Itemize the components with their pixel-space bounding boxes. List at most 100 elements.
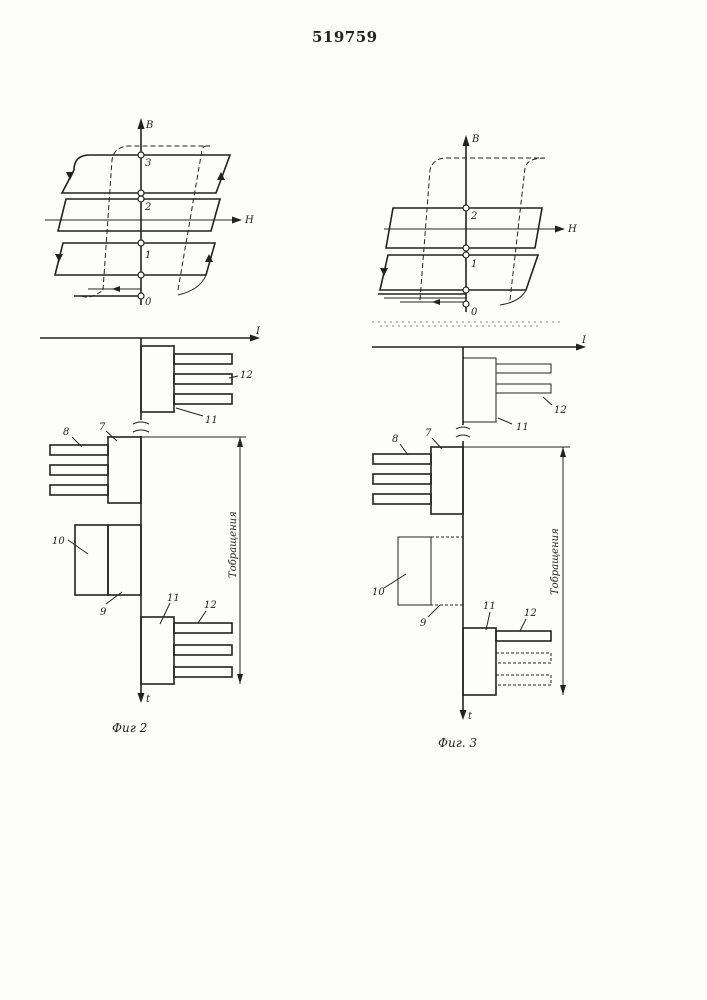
- fig2-pulse-12-top-1: [174, 354, 232, 364]
- fig2-pulse-12-top-3: [174, 394, 232, 404]
- fig3-period-arrow-bottom: [560, 685, 566, 695]
- fig2-block-11-bottom: [141, 617, 174, 684]
- fig3-leader-9: [428, 605, 440, 617]
- fig3-block-9: [431, 537, 463, 605]
- fig2-period-arrow-top: [237, 437, 243, 447]
- fig3-leader-12-top: [543, 397, 552, 405]
- fig3-label-7: 7: [425, 428, 432, 439]
- fig3-block-7: [431, 447, 463, 514]
- fig2-b-axis-arrow: [138, 118, 145, 129]
- fig3-pulse-8-1: [373, 454, 431, 464]
- fig2-leader-11-top: [176, 408, 203, 416]
- fig2-major-loop-right: [178, 146, 210, 290]
- fig2-label-10: 10: [52, 536, 65, 547]
- fig3-point-label-1: 1: [471, 259, 477, 270]
- fig2-t-axis-arrow: [138, 693, 145, 703]
- fig2-label-11-top: 11: [205, 415, 218, 426]
- figure-3: В Н: [372, 134, 587, 750]
- fig2-loop-1: [55, 243, 215, 275]
- fig2-block-7: [108, 437, 141, 503]
- fig3-point-label-2: 2: [470, 211, 477, 222]
- fig2-point-2b: [138, 240, 144, 246]
- fig2-loop-2: [58, 199, 220, 231]
- fig2-point-2: [138, 196, 144, 202]
- fig2-pulse-12-top-2: [174, 374, 232, 384]
- fig3-label-9: 9: [420, 618, 427, 629]
- fig2-timing-diagram: I t 12 11: [40, 326, 261, 705]
- fig2-b-axis-label: В: [145, 120, 153, 131]
- fig3-point-2b: [463, 245, 469, 251]
- fig2-i-axis-label: I: [255, 326, 261, 337]
- fig2-h-axis-arrow: [232, 217, 242, 224]
- fig3-pulse-12-bottom-1: [496, 631, 551, 641]
- fig2-leader-10: [68, 540, 88, 554]
- fig3-pulse-12-bottom-2: [496, 653, 551, 663]
- fig2-period-label: Тобращения: [228, 511, 239, 578]
- fig2-pulse-12-bottom-2: [174, 645, 232, 655]
- fig2-pulse-12-bottom-3: [174, 667, 232, 677]
- fig3-label-10: 10: [372, 587, 385, 598]
- fig3-pulse-12-top-2: [496, 384, 551, 393]
- fig3-pulse-8-3: [373, 494, 431, 504]
- fig3-scan-artifact: [372, 322, 560, 326]
- fig2-label-8: 8: [63, 427, 69, 438]
- fig3-leader-11-top: [498, 418, 512, 424]
- fig2-point-3b: [138, 190, 144, 196]
- fig3-timing-diagram: I t 12 11 8: [372, 335, 587, 722]
- fig3-b-axis-arrow: [463, 135, 470, 146]
- fig2-axis-break: [133, 422, 149, 432]
- fig2-leader-12-bottom: [198, 611, 206, 623]
- fig3-block-10: [398, 537, 431, 605]
- fig2-loop3-arrow-left: [66, 172, 74, 180]
- fig3-pulse-8-2: [373, 474, 431, 484]
- fig3-hysteresis-diagram: В Н: [372, 134, 577, 326]
- fig3-axis-break: [456, 427, 470, 437]
- fig2-pulse-8-2: [50, 465, 108, 475]
- fig3-initial-arrow: [432, 299, 440, 305]
- fig3-t-axis-arrow: [460, 710, 467, 720]
- fig2-caption: Фиг 2: [112, 721, 147, 735]
- fig2-hysteresis-diagram: В Н: [45, 118, 254, 308]
- fig3-pulse-12-bottom-3: [496, 675, 551, 685]
- fig2-t-axis-label: t: [146, 694, 151, 705]
- fig3-label-8: 8: [392, 434, 398, 445]
- fig3-loop-1: [380, 255, 538, 290]
- fig2-label-12-bottom: 12: [204, 600, 217, 611]
- fig3-loop1-tail: [500, 290, 526, 305]
- fig2-point-0: [138, 293, 144, 299]
- fig3-point-0: [463, 301, 469, 307]
- fig3-point-label-0: 0: [471, 307, 478, 318]
- fig3-period-arrow-top: [560, 447, 566, 457]
- fig3-point-2: [463, 205, 469, 211]
- fig3-leader-10: [384, 574, 406, 588]
- fig3-h-axis-label: Н: [567, 224, 577, 235]
- fig2-major-loop-left: [103, 146, 210, 290]
- fig3-h-axis-arrow: [555, 226, 565, 233]
- fig2-pulse-12-bottom-1: [174, 623, 232, 633]
- fig3-point-1: [463, 252, 469, 258]
- fig3-block-11-top: [463, 358, 496, 422]
- fig2-point-3: [138, 152, 144, 158]
- fig3-label-12-bottom: 12: [524, 608, 537, 619]
- fig3-period-label: Тобращения: [550, 528, 561, 595]
- fig3-b-axis-label: В: [471, 134, 479, 145]
- fig3-caption: Фиг. 3: [438, 736, 477, 750]
- fig2-label-12-top: 12: [240, 370, 253, 381]
- fig3-loop1-arrow-left: [380, 268, 388, 276]
- fig2-loop1-tail: [178, 275, 206, 295]
- fig2-loop1-arrow-left: [55, 254, 63, 262]
- fig3-point-1b: [463, 287, 469, 293]
- fig2-label-7: 7: [99, 422, 106, 433]
- fig2-leader-12-top: [229, 376, 238, 378]
- fig3-label-12-top: 12: [554, 405, 567, 416]
- fig2-point-label-2: 2: [144, 202, 151, 213]
- fig2-pulse-8-3: [50, 485, 108, 495]
- fig2-point-label-1: 1: [145, 250, 151, 261]
- fig3-label-11-bottom: 11: [483, 601, 496, 612]
- fig3-block-11-bottom: [463, 628, 496, 695]
- fig3-label-11-top: 11: [516, 422, 529, 433]
- fig3-leader-12-bottom: [520, 619, 526, 631]
- fig3-i-axis-label: I: [581, 335, 587, 346]
